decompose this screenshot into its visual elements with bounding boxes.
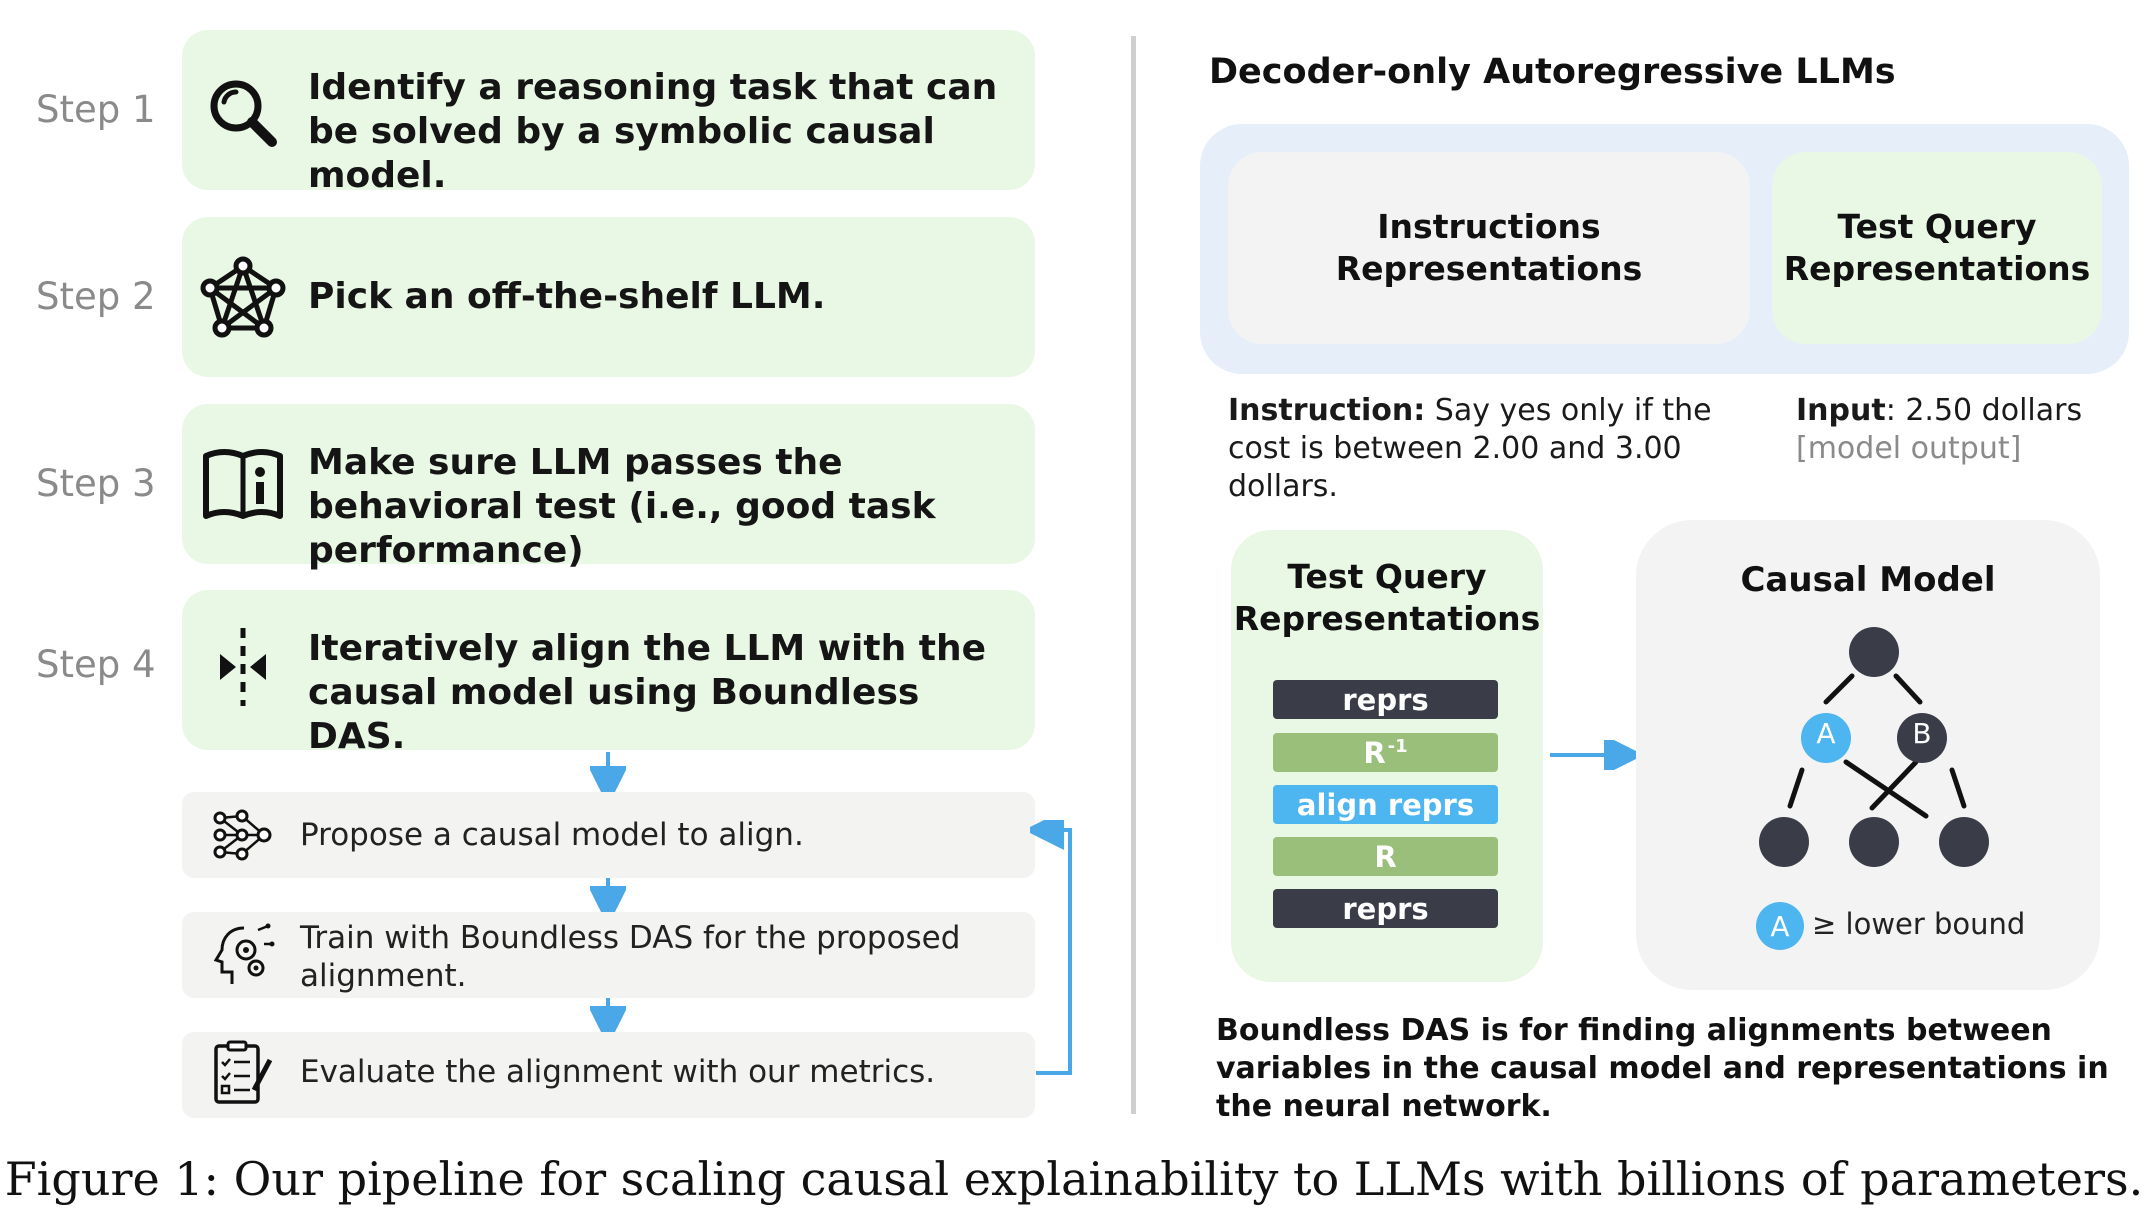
bar-reprs-top: reprs <box>1273 680 1498 719</box>
model-output-text: [model output] <box>1796 431 2022 466</box>
bar-r-label: R <box>1374 839 1397 874</box>
bar-reprs-bottom: reprs <box>1273 889 1498 928</box>
bar-align-reprs-label: align reprs <box>1296 787 1475 822</box>
input-description: Input: 2.50 dollars [model output] <box>1796 392 2116 468</box>
input-label: Input <box>1796 393 1886 428</box>
bar-reprs-top-label: reprs <box>1342 682 1429 717</box>
legend-text: ≥ lower bound <box>1812 907 2026 941</box>
node-b-label: B <box>1912 717 1932 750</box>
bar-r-inverse-label: R <box>1363 735 1386 770</box>
step-1-label: Step 1 <box>36 88 156 131</box>
search-icon <box>200 70 286 156</box>
instruction-label: Instruction: <box>1228 393 1426 428</box>
edge-root-a <box>1823 673 1855 705</box>
align-icon <box>200 624 286 710</box>
instruction-description: Instruction: Say yes only if the cost is… <box>1228 392 1768 506</box>
causal-graph <box>1759 627 1989 867</box>
leaf-node-right <box>1939 817 1989 867</box>
legend-node: A <box>1756 902 1804 950</box>
flow-arrows <box>590 752 626 1040</box>
node-a <box>1801 713 1851 763</box>
feedback-loop-arrow <box>1030 820 1072 1075</box>
checklist-icon <box>210 1040 276 1106</box>
book-info-icon <box>200 444 286 530</box>
input-text: : 2.50 dollars <box>1885 393 2083 428</box>
edge-b-middle <box>1869 759 1919 811</box>
network-icon <box>200 256 286 342</box>
alignment-arrow <box>1550 740 1638 770</box>
bar-r-inverse: R-1 <box>1273 733 1498 772</box>
boundless-das-note: Boundless DAS is for finding alignments … <box>1216 1013 2109 1124</box>
bar-reprs-bottom-label: reprs <box>1342 891 1429 926</box>
substep-2-box <box>182 912 1035 998</box>
causal-model-title: Causal Model <box>1740 560 1996 600</box>
edge-root-b <box>1893 673 1923 705</box>
edge-a-right <box>1843 759 1929 819</box>
substep-1-text: Propose a causal model to align. <box>300 817 804 853</box>
root-node <box>1849 627 1899 677</box>
node-b <box>1897 713 1947 763</box>
step-4-text: Iteratively align the LLM with the causa… <box>308 628 986 757</box>
edge-b-right <box>1949 767 1967 809</box>
step-2-label: Step 2 <box>36 275 156 318</box>
edge-a-left <box>1787 767 1805 809</box>
step-3-box <box>182 404 1035 564</box>
bar-align-reprs: align reprs <box>1273 785 1498 824</box>
step-1-box <box>182 30 1035 190</box>
panel-divider <box>1131 36 1136 1114</box>
step-2-box <box>182 217 1035 377</box>
brain-gears-icon <box>210 922 276 988</box>
bar-r: R <box>1273 837 1498 876</box>
node-a-label: A <box>1816 717 1836 750</box>
llm-title: Decoder-only Autoregressive LLMs <box>1209 52 1896 92</box>
instruction-text: Say yes only if the cost is between 2.00… <box>1228 393 1712 504</box>
step-3-label: Step 3 <box>36 462 156 505</box>
substep-3-text: Evaluate the alignment with our metrics. <box>300 1054 936 1090</box>
causal-model-box <box>1636 520 2100 990</box>
bar-r-inverse-superscript: -1 <box>1387 736 1408 757</box>
neural-net-icon <box>210 802 276 868</box>
leaf-node-middle <box>1849 817 1899 867</box>
instructions-representations-box: Instructions Representations <box>1228 152 1750 344</box>
step-4-box <box>182 590 1035 750</box>
leaf-node-left <box>1759 817 1809 867</box>
substep-2-text: Train with Boundless DAS for the propose… <box>300 920 961 994</box>
substep-1-box <box>182 792 1035 878</box>
step-3-text: Make sure LLM passes the behavioral test… <box>308 442 936 571</box>
test-query-stack-title: Test Query Representations <box>1233 557 1541 638</box>
test-query-representations-box: Test Query Representations <box>1772 152 2102 344</box>
step-2-text: Pick an off-the-shelf LLM. <box>308 276 826 317</box>
step-1-text: Identify a reasoning task that can be so… <box>308 67 998 196</box>
figure-caption: Figure 1: Our pipeline for scaling causa… <box>4 1152 2144 1206</box>
step-4-label: Step 4 <box>36 643 156 686</box>
substep-3-box <box>182 1032 1035 1118</box>
